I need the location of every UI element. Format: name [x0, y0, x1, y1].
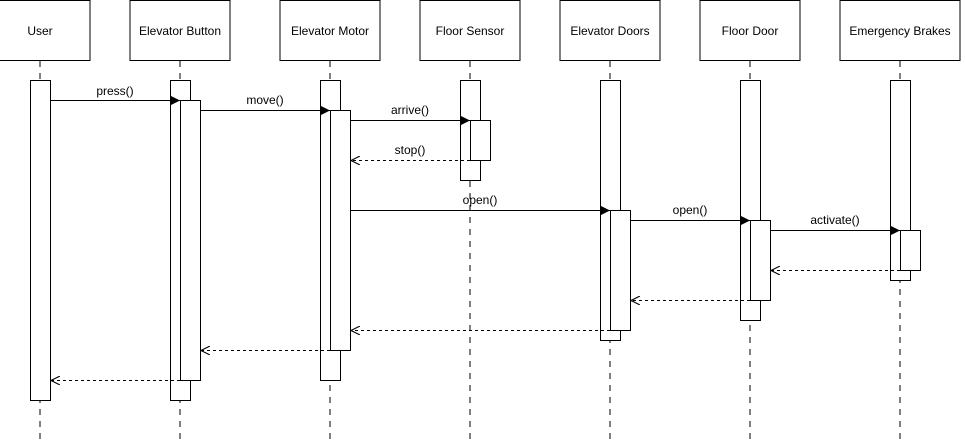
activation-elevator-button-inner: [180, 100, 201, 381]
message-label-open-floor-door: open(): [673, 203, 708, 217]
participant-label-elevator-motor: Elevator Motor: [291, 24, 369, 38]
message-label-press: press(): [96, 84, 133, 98]
participant-label-floor-door: Floor Door: [722, 24, 779, 38]
participant-box-floor-door: [699, 0, 801, 61]
participant-label-emergency-brakes: Emergency Brakes: [849, 24, 950, 38]
participant-box-elevator-motor: [279, 0, 381, 61]
activation-elevator-doors-inner: [610, 210, 631, 331]
message-label-arrive: arrive(): [391, 103, 429, 117]
participant-box-user: [0, 0, 91, 61]
message-label-open-doors: open(): [463, 193, 498, 207]
message-label-stop: stop(): [395, 143, 426, 157]
participant-headers: [0, 0, 961, 61]
activation-elevator-motor-inner: [330, 110, 351, 351]
participant-box-emergency-brakes: [839, 0, 961, 61]
activation-emergency-brakes-inner: [900, 230, 921, 271]
participant-labels: User Elevator Button Elevator Motor Floo…: [27, 24, 950, 38]
activation-floor-sensor-inner: [470, 120, 491, 161]
participant-box-elevator-button: [129, 0, 231, 61]
activation-bars: [30, 80, 921, 401]
participant-box-elevator-doors: [559, 0, 661, 61]
participant-label-elevator-doors: Elevator Doors: [570, 24, 649, 38]
participant-box-floor-sensor: [419, 0, 521, 61]
participant-label-elevator-button: Elevator Button: [139, 24, 221, 38]
messages: [51, 95, 900, 381]
activation-user: [30, 80, 51, 401]
message-label-move: move(): [246, 93, 283, 107]
activation-floor-door-inner: [750, 220, 771, 301]
participant-label-user: User: [27, 24, 52, 38]
participant-label-floor-sensor: Floor Sensor: [436, 24, 505, 38]
message-labels: press() move() arrive() stop() open() op…: [96, 84, 859, 227]
message-label-activate: activate(): [810, 213, 859, 227]
